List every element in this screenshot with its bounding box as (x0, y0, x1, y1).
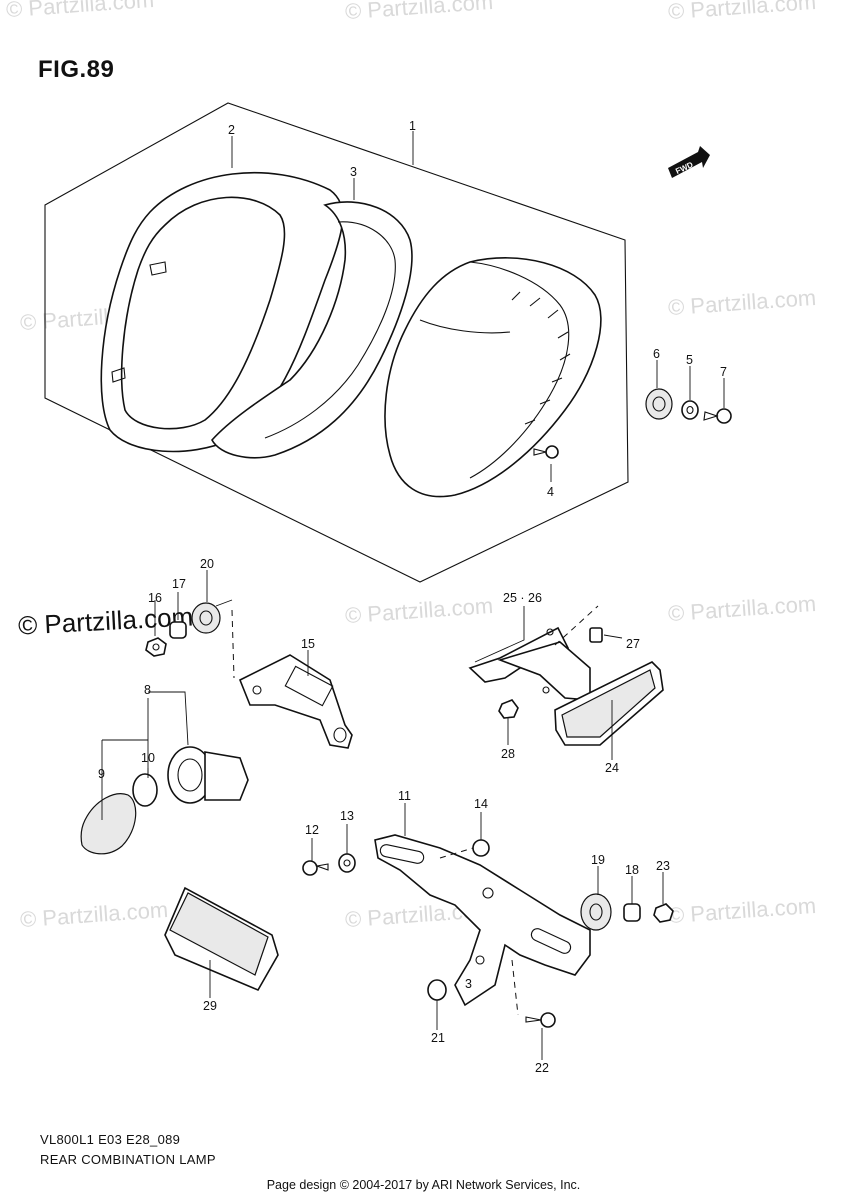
callout-13: 13 (340, 809, 354, 823)
callout-20: 20 (200, 557, 214, 571)
callout-6: 6 (653, 347, 660, 361)
spacer-part-17 (169, 621, 187, 639)
bulb-part-10 (132, 773, 158, 807)
callout-7: 7 (720, 365, 727, 379)
callout-16: 16 (148, 591, 162, 605)
lens-rim-part (100, 171, 344, 453)
callout-8: 8 (144, 683, 151, 697)
callout-2: 2 (228, 123, 235, 137)
callout-15: 15 (301, 637, 315, 651)
washer-part-5 (681, 400, 699, 420)
nut-part-23 (653, 903, 674, 923)
callout-27: 27 (626, 637, 640, 651)
callout-21: 21 (431, 1031, 445, 1045)
grommet-part-6 (645, 388, 673, 420)
callout-19: 19 (591, 853, 605, 867)
callout-5: 5 (686, 353, 693, 367)
grommet-part-20 (191, 602, 221, 634)
callout-numbers: 1 2 3 4 5 6 7 8 9 10 11 12 13 14 15 16 1… (98, 119, 727, 1075)
page-footer: Page design © 2004-2017 by ARI Network S… (266, 1178, 581, 1192)
callout-28: 28 (501, 747, 515, 761)
bracket-mark: 3 (465, 977, 472, 991)
callout-14: 14 (474, 797, 488, 811)
grommet-part-19 (580, 893, 612, 931)
callout-12: 12 (305, 823, 319, 837)
bolt-part-27 (589, 627, 603, 643)
callout-18: 18 (625, 863, 639, 877)
callout-10: 10 (141, 751, 155, 765)
nut-part-28 (498, 699, 519, 719)
callout-24: 24 (605, 761, 619, 775)
nut-part-16 (145, 637, 167, 657)
screw-part-22 (525, 1012, 556, 1028)
screw-part-12 (302, 860, 329, 876)
washer-part-13 (338, 853, 356, 873)
callout-23: 23 (656, 859, 670, 873)
nut-part-14 (472, 839, 490, 857)
lamp-housing-part (384, 257, 602, 498)
bracket-part-15 (238, 654, 353, 749)
callout-17: 17 (172, 577, 186, 591)
reflector-part-24 (554, 661, 664, 746)
fwd-direction-badge: FWD (668, 146, 710, 178)
fwd-label: FWD (674, 160, 695, 176)
leader-lines (101, 131, 725, 1060)
socket-part (167, 746, 249, 804)
part-name-caption: REAR COMBINATION LAMP (40, 1152, 216, 1167)
callout-4: 4 (547, 485, 554, 499)
spacer-part-21 (427, 979, 447, 1001)
callout-1: 1 (409, 119, 416, 133)
lens-part-9 (80, 793, 137, 855)
callout-11: 11 (398, 789, 411, 803)
callout-29: 29 (203, 999, 217, 1013)
model-code-caption: VL800L1 E03 E28_089 (40, 1132, 181, 1147)
callout-22: 22 (535, 1061, 549, 1075)
bracket-part-11: 3 (374, 834, 591, 1007)
gasket-part (211, 201, 413, 459)
figure-title: FIG.89 (38, 56, 115, 83)
bracket-part-25-26 (468, 626, 591, 701)
assembly-frame (44, 102, 629, 583)
callout-9: 9 (98, 767, 105, 781)
callout-3: 3 (350, 165, 357, 179)
screw-part-7 (703, 408, 732, 424)
spacer-part-18 (623, 903, 641, 922)
reflector-part-29 (164, 886, 279, 992)
screw-part-4 (533, 445, 559, 459)
callout-25-26: 25 · 26 (503, 591, 542, 605)
